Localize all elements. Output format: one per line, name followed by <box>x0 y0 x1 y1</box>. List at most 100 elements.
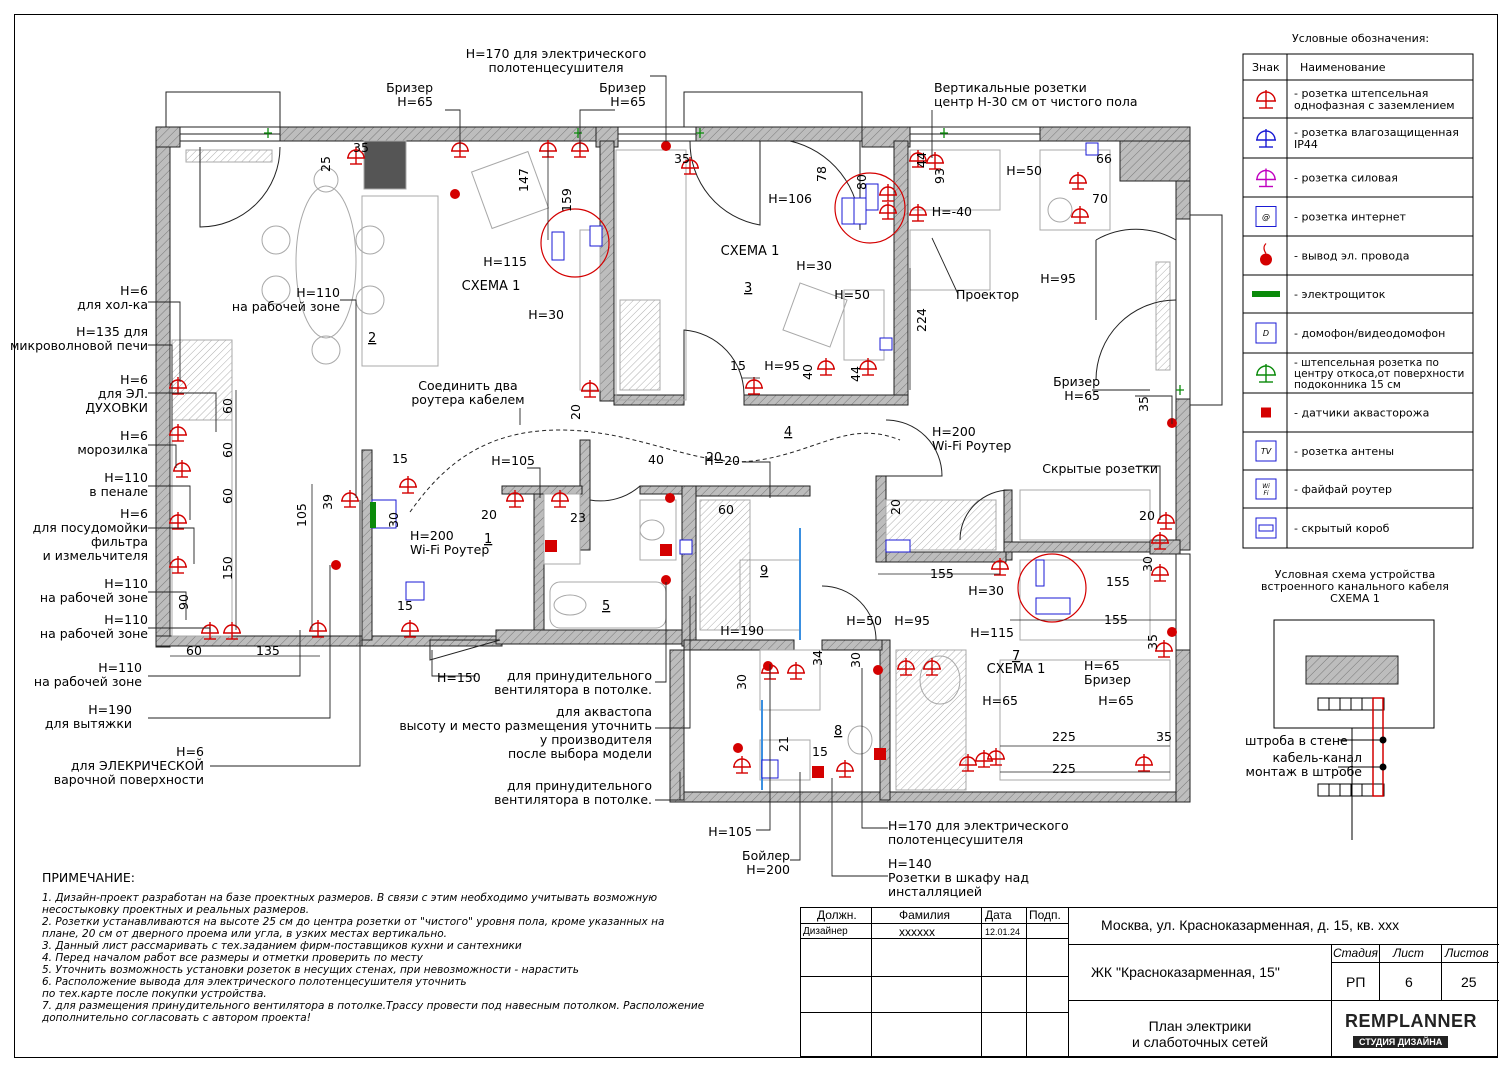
hdr-stage: Стадия <box>1333 946 1378 960</box>
dimension-value: 60 <box>186 643 202 658</box>
drawing-sheet-frame <box>14 14 1498 1058</box>
plan-annotation: H=106 <box>768 191 812 206</box>
dimension-value: 155 <box>1106 574 1130 589</box>
leak-sensor-icon <box>1261 407 1271 418</box>
dimension-value: 30 <box>386 512 401 528</box>
dimension-value: 20 <box>568 404 583 420</box>
wire-outlet-icon <box>1260 243 1272 266</box>
dimension-value: 147 <box>516 168 531 192</box>
legend-row: @ - розетка интернет <box>1243 206 1473 237</box>
sheet: 6 <box>1405 974 1413 990</box>
legend-row: - розетка силовая <box>1243 168 1473 198</box>
legend-icon-glyph: D <box>1263 329 1269 338</box>
legend-icon-glyph: TV <box>1261 447 1272 456</box>
room-number: 8 <box>834 724 842 739</box>
schema-label: СХЕМА 1 <box>721 244 780 259</box>
leader-lines <box>148 75 1173 877</box>
notes-title: ПРИМЕЧАНИЕ: <box>42 870 135 885</box>
walls <box>155 126 1191 803</box>
hdr-sheet: Лист <box>1393 946 1424 960</box>
dimension-value: 15 <box>397 598 413 613</box>
hdr-position: Должн. <box>817 908 857 922</box>
plan-annotation: H=-40 <box>932 204 972 219</box>
dimension-value: 30 <box>1140 556 1155 572</box>
note-line: 7. для размещения принудительного вентил… <box>42 1000 705 1012</box>
hdr-sheets: Листов <box>1445 946 1489 960</box>
dimension-value: 155 <box>930 566 954 581</box>
note-line: 4. Перед началом работ все размеры и отм… <box>42 952 423 964</box>
note-line: дополнительно согласовать с автором прое… <box>42 1012 311 1024</box>
dimension-lines <box>170 150 1176 773</box>
dimension-value: 21 <box>776 736 791 752</box>
dimension-value: 159 <box>559 188 574 212</box>
dimension-value: 155 <box>1104 612 1128 627</box>
legend-label: - датчики аквасторожа <box>1294 407 1429 420</box>
hidden-box-icon <box>1255 517 1277 539</box>
plan-annotation: Проектор <box>956 287 1019 302</box>
dimension-value: 225 <box>1052 761 1076 776</box>
legend-row: D- домофон/видеодомофон <box>1243 322 1473 354</box>
legend-row: - скрытый короб <box>1243 517 1473 549</box>
plan-annotation: H=95 <box>764 358 800 373</box>
dimension-value: 60 <box>220 488 235 504</box>
internet-socket-icon: @ <box>1255 206 1277 227</box>
dimension-value: 35 <box>1136 396 1151 412</box>
socket-waterproof-icon <box>1256 129 1276 148</box>
legend-label: - скрытый короб <box>1294 522 1390 535</box>
legend-row: TV - розетка антены <box>1243 440 1473 471</box>
electric-panel <box>370 502 376 528</box>
dimension-value: 40 <box>800 364 815 380</box>
legend-col-name: Наименование <box>1300 61 1386 74</box>
note-line: 2. Розетки устанавливаются на высоте 25 … <box>42 916 665 928</box>
dimension-value: 35 <box>674 151 690 166</box>
title-block: Должн. Фамилия Дата Подп. Дизайнер ххххх… <box>800 907 1499 1058</box>
dimension-value: 35 <box>1156 729 1172 744</box>
sheets: 25 <box>1461 974 1477 990</box>
dimension-value: 35 <box>1145 634 1160 650</box>
furniture <box>171 140 1171 791</box>
position: Дизайнер <box>803 926 848 937</box>
schema-label: СХЕМА 1 <box>462 279 521 294</box>
dimension-value: 70 <box>1092 191 1108 206</box>
plan-annotation: H=50 <box>846 613 882 628</box>
room-number: 9 <box>760 564 768 579</box>
dimension-value: 66 <box>1096 151 1112 166</box>
legend-row: - вывод эл. провода <box>1243 243 1473 276</box>
date: 12.01.24 <box>985 927 1021 937</box>
electric-panel-icon <box>1252 291 1280 297</box>
doors <box>199 140 1177 661</box>
stage: РП <box>1346 974 1366 990</box>
legend-label: - розетка антены <box>1294 445 1394 458</box>
dimension-value: 15 <box>392 451 408 466</box>
dimension-value: 90 <box>176 594 191 610</box>
dimension-value: 30 <box>734 674 749 690</box>
room-number: 5 <box>602 599 610 614</box>
plan-annotation: H=30 <box>968 583 1004 598</box>
socket-grounded-icon <box>1256 90 1276 109</box>
legend-label: - розетка интернет <box>1294 211 1407 224</box>
dimension-value: 135 <box>256 643 280 658</box>
dimension-value: 60 <box>220 398 235 414</box>
room-number: 7 <box>1012 649 1020 664</box>
note-line: несостыковку проектных и реальных размер… <box>42 904 310 916</box>
room-number: 2 <box>368 331 376 346</box>
note-line: 1. Дизайн-проект разработан на базе прое… <box>42 892 658 904</box>
